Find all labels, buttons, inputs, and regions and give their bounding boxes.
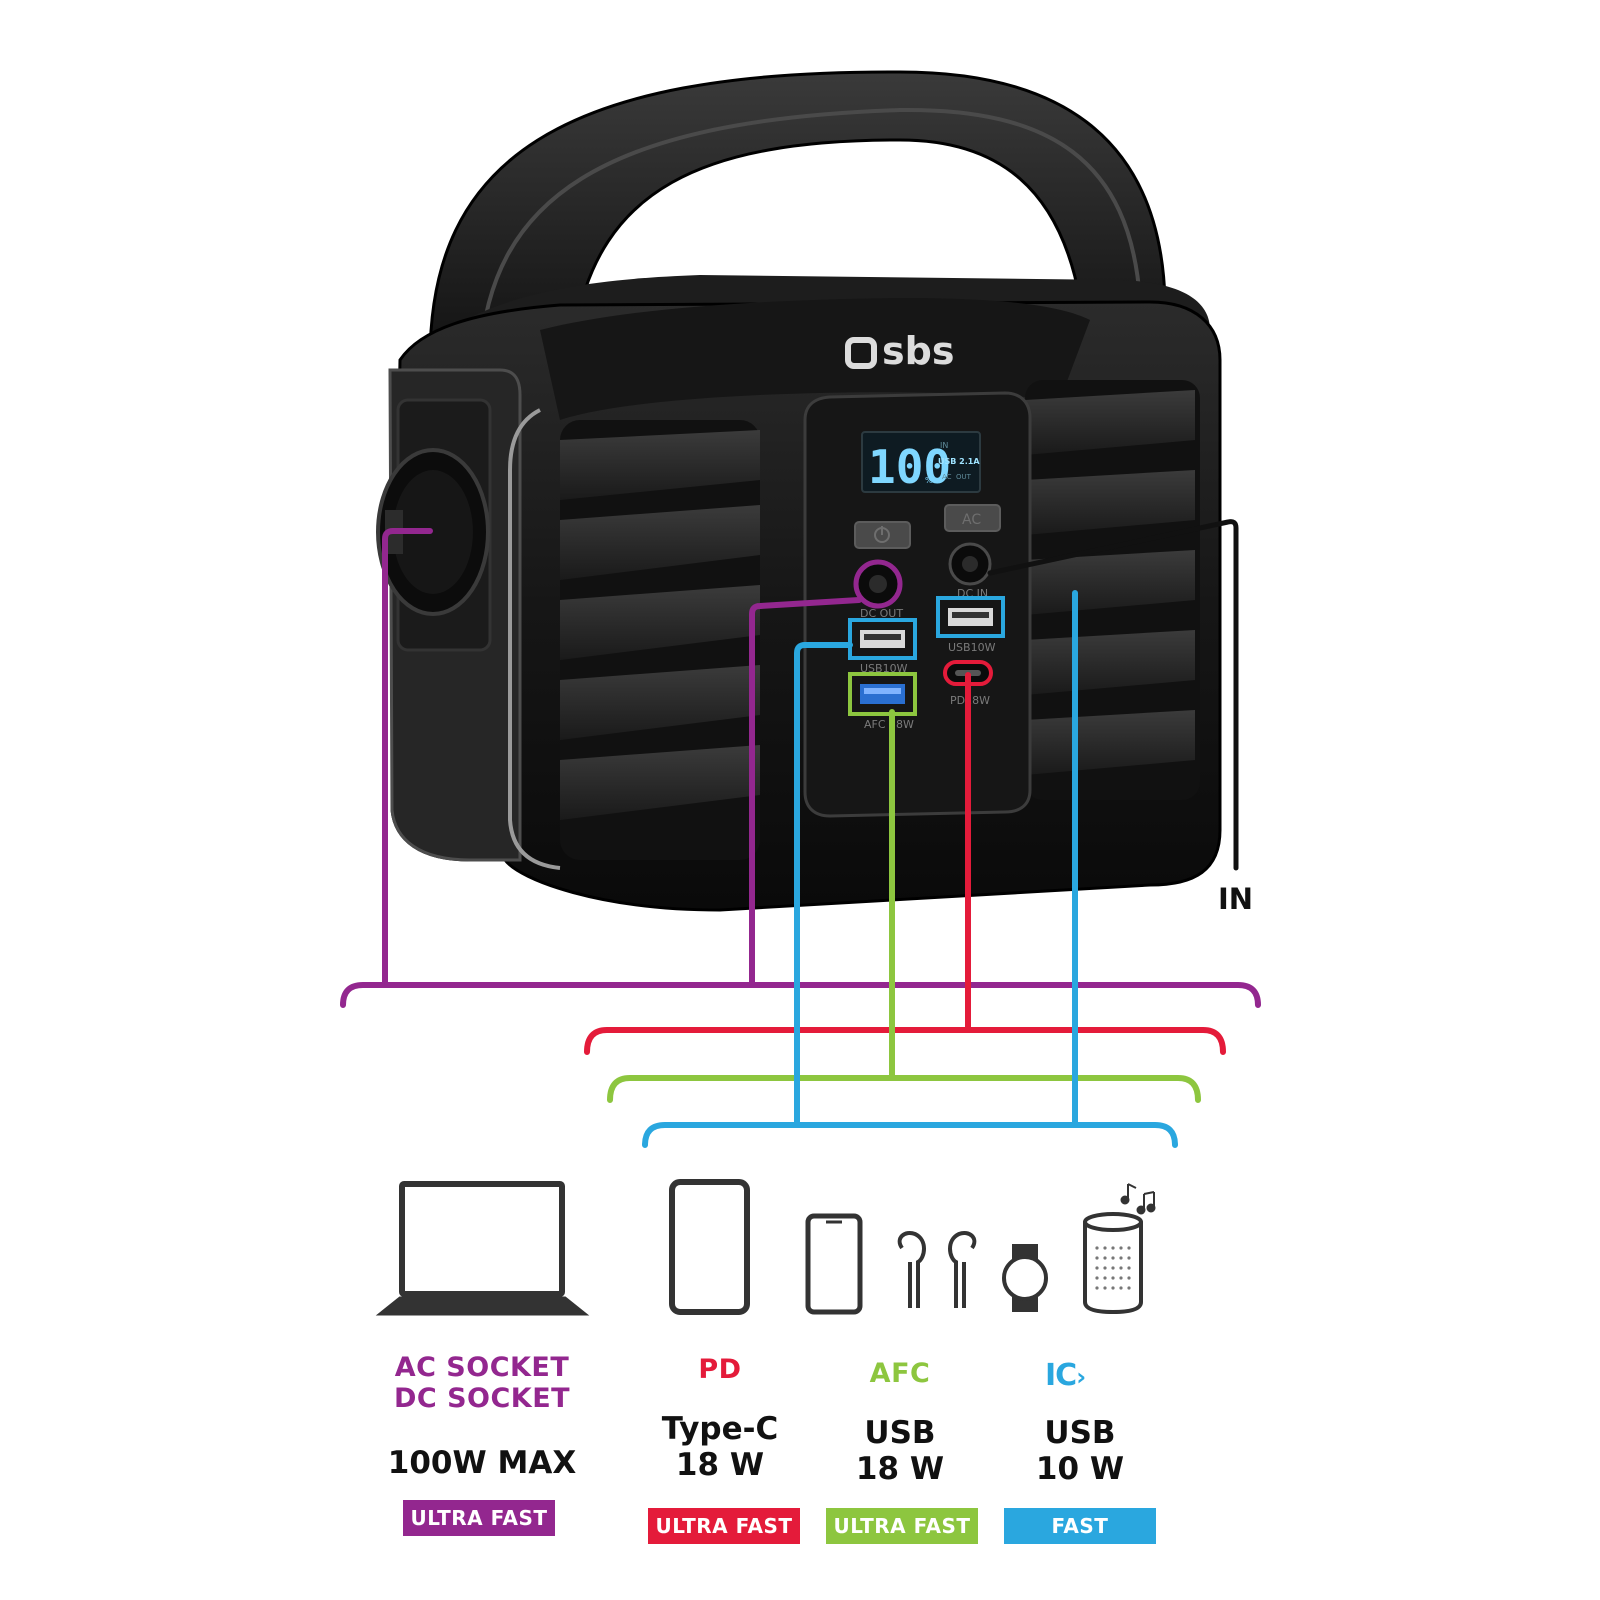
blue-usb-left-line [794, 642, 853, 1128]
connector-lines [340, 519, 1261, 1148]
power-icon [874, 526, 890, 543]
brand-logo: sbs [845, 329, 954, 373]
pd-spec-type: Type-C [661, 1411, 779, 1447]
afc-spec: USB 18 W [810, 1415, 990, 1487]
carry-handle [428, 70, 1167, 362]
green-bracket [607, 1075, 1201, 1103]
control-panel [803, 391, 1032, 818]
afc-title: AFC [869, 1358, 931, 1389]
tablet-icon [669, 1179, 750, 1315]
speaker-grille [1095, 1246, 1131, 1290]
usb-right-label: USB10W [948, 641, 996, 654]
smart-speaker-icon [1083, 1212, 1143, 1315]
left-vent [560, 420, 760, 860]
ic-chevron-icon: › [1076, 1363, 1086, 1391]
ac-socket[interactable] [376, 398, 492, 652]
blue-bracket [642, 1122, 1178, 1148]
dc-in-port[interactable] [948, 542, 992, 586]
purple-dc-line [749, 597, 862, 988]
pd-spec-watt: 18 W [675, 1446, 765, 1483]
lcd-status-out: OUT [956, 473, 972, 481]
laptop-icon [375, 1181, 590, 1316]
black-in-line [987, 519, 1239, 871]
music-notes-icon [1120, 1183, 1156, 1215]
ac-badge: ULTRA FAST [403, 1500, 555, 1536]
ac-button[interactable]: AC [944, 504, 1001, 532]
power-button[interactable] [854, 521, 911, 549]
ic-spec-watt: 10 W [1035, 1450, 1125, 1487]
smartphone-icon [805, 1213, 863, 1315]
lcd-status-in: IN [940, 441, 948, 450]
usb-right-port[interactable] [936, 596, 1005, 638]
smartwatch-icon [1002, 1244, 1048, 1312]
right-vent [1025, 380, 1200, 800]
lcd-status-ac: AC [942, 473, 952, 481]
lcd-reading: 100 [868, 440, 951, 494]
brand-name: sbs [882, 329, 954, 373]
ic-logo: IC› [1045, 1358, 1086, 1393]
usb-left-port[interactable] [848, 618, 917, 660]
usb-left-label: USB10W [860, 662, 908, 675]
purple-bracket [340, 982, 1261, 1008]
pd-badge: ULTRA FAST [648, 1508, 800, 1544]
ic-badge: FAST CHARGE [1004, 1508, 1156, 1574]
pd-title: PD [698, 1354, 742, 1385]
earbuds-icon [897, 1231, 977, 1308]
red-bracket [584, 1027, 1226, 1055]
ac-button-label: AC [962, 512, 981, 528]
ac-socket-title: AC SOCKET DC SOCKET [372, 1352, 592, 1414]
lcd-display: 100 IN USB 2.1A AC OUT % [861, 431, 981, 494]
dc-socket-line: DC SOCKET [393, 1383, 571, 1415]
afc-spec-watt: 18 W [855, 1450, 945, 1487]
ac-socket-line: AC SOCKET [394, 1352, 570, 1383]
afc-badge: ULTRA FAST [826, 1508, 978, 1544]
dc-out-port[interactable] [853, 559, 903, 609]
purple-ac-line [382, 528, 433, 988]
pd-spec: Type-C 18 W [630, 1411, 810, 1483]
lcd-percent: % [925, 476, 933, 485]
afc-port[interactable] [848, 672, 917, 716]
in-label: IN [1218, 882, 1254, 916]
lcd-status-usb: USB 2.1A [938, 457, 980, 466]
ac-spec: 100W MAX [387, 1445, 577, 1481]
dc-out-label: DC OUT [860, 607, 903, 620]
ic-spec: USB 10 W [990, 1415, 1170, 1487]
ic-spec-type: USB [1044, 1415, 1116, 1451]
afc-spec-type: USB [864, 1415, 936, 1451]
ic-title: IC [1045, 1358, 1077, 1393]
